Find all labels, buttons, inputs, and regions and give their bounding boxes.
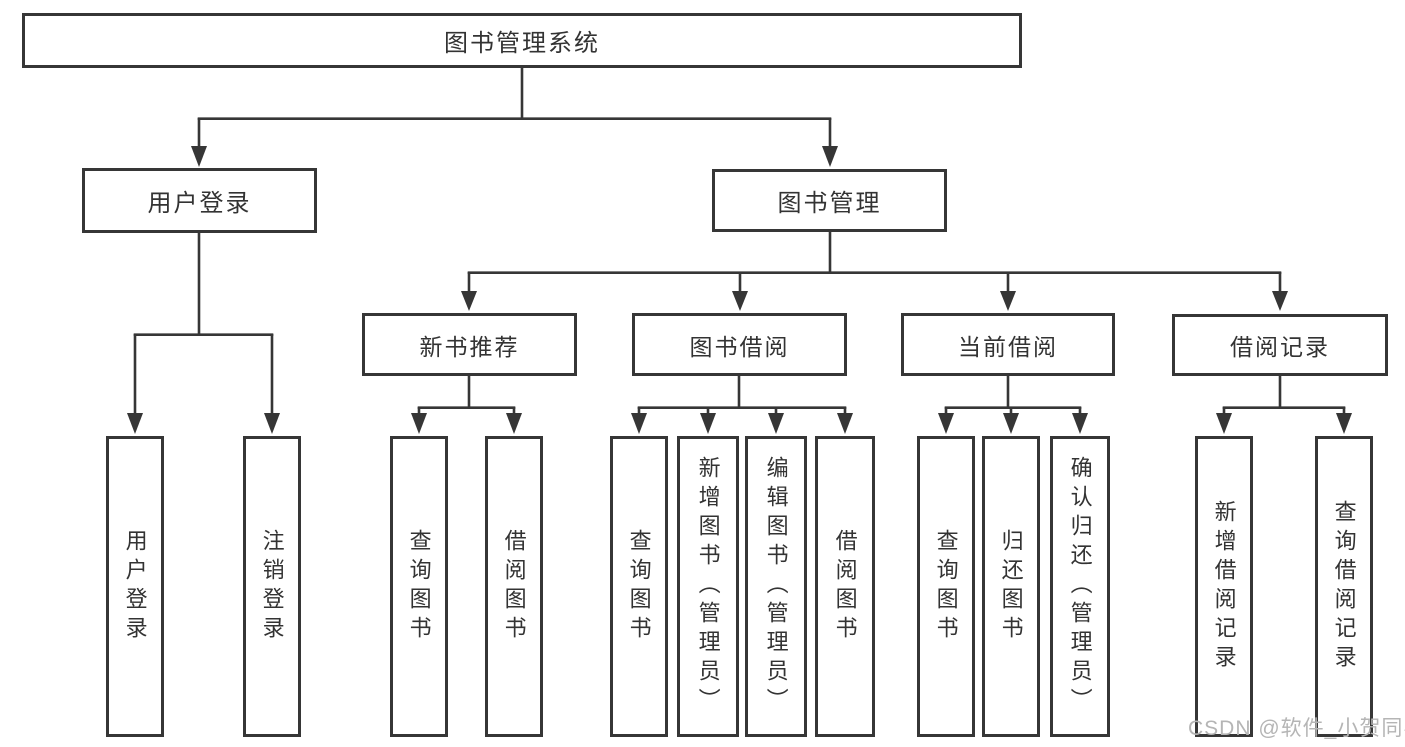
- arrowhead: [1000, 291, 1016, 311]
- leaf-borrow-books-recommend-label: 借阅图书: [501, 528, 527, 645]
- node-root: 图书管理系统: [22, 13, 1022, 68]
- leaf-confirm-return-admin-label: 确认归还（管理员）: [1067, 456, 1093, 717]
- arrowhead: [822, 146, 838, 167]
- node-user-login-label: 用户登录: [147, 190, 252, 217]
- arrowhead: [191, 146, 207, 167]
- arrowhead: [127, 413, 143, 434]
- leaf-return-books-label: 归还图书: [998, 528, 1024, 645]
- arrowhead: [1272, 291, 1288, 311]
- node-current-borrow-label: 当前借阅: [958, 333, 1058, 360]
- arrowhead: [411, 413, 427, 434]
- arrowhead: [700, 413, 716, 434]
- arrowhead: [461, 291, 477, 311]
- node-current-borrow: 当前借阅: [901, 313, 1115, 376]
- watermark: CSDN @软件_小贺同学: [1188, 717, 1405, 740]
- leaf-borrow-books-borrow: 借阅图书: [815, 436, 875, 737]
- leaf-query-books-current: 查询图书: [917, 436, 975, 737]
- leaf-query-books-borrow-label: 查询图书: [626, 528, 652, 645]
- leaf-query-borrow-record: 查询借阅记录: [1315, 436, 1373, 737]
- arrowhead: [1336, 413, 1352, 434]
- leaf-add-book-admin: 新增图书（管理员）: [677, 436, 739, 737]
- arrowhead: [264, 413, 280, 434]
- leaf-borrow-books-borrow-label: 借阅图书: [832, 528, 858, 645]
- arrowhead: [768, 413, 784, 434]
- arrowhead: [837, 413, 853, 434]
- arrowhead: [938, 413, 954, 434]
- arrowhead: [732, 291, 748, 311]
- leaf-edit-book-admin: 编辑图书（管理员）: [745, 436, 807, 737]
- leaf-query-books-current-label: 查询图书: [933, 528, 959, 645]
- leaf-query-borrow-record-label: 查询借阅记录: [1331, 499, 1357, 674]
- leaf-query-books-borrow: 查询图书: [610, 436, 668, 737]
- node-new-book-recommend: 新书推荐: [362, 313, 577, 376]
- leaf-borrow-books-recommend: 借阅图书: [485, 436, 543, 737]
- leaf-query-books-recommend-label: 查询图书: [406, 528, 432, 645]
- arrowhead: [631, 413, 647, 434]
- node-new-book-recommend-label: 新书推荐: [419, 333, 520, 360]
- node-book-management-label: 图书管理: [777, 190, 882, 217]
- node-user-login: 用户登录: [82, 168, 317, 233]
- leaf-user-login-label: 用户登录: [122, 528, 148, 645]
- leaf-query-books-recommend: 查询图书: [390, 436, 448, 737]
- leaf-logout: 注销登录: [243, 436, 301, 737]
- node-root-label: 图书管理系统: [444, 30, 600, 57]
- leaf-confirm-return-admin: 确认归还（管理员）: [1050, 436, 1110, 737]
- node-book-borrow: 图书借阅: [632, 313, 847, 376]
- arrowhead: [1216, 413, 1232, 434]
- leaf-add-borrow-record: 新增借阅记录: [1195, 436, 1253, 737]
- leaf-logout-label: 注销登录: [259, 528, 285, 645]
- node-book-borrow-label: 图书借阅: [689, 333, 790, 360]
- node-book-management: 图书管理: [712, 169, 947, 232]
- arrowhead: [1072, 413, 1088, 434]
- node-borrow-records-label: 借阅记录: [1230, 334, 1330, 360]
- leaf-user-login: 用户登录: [106, 436, 164, 737]
- leaf-edit-book-admin-label: 编辑图书（管理员）: [763, 456, 789, 717]
- leaf-add-borrow-record-label: 新增借阅记录: [1211, 499, 1237, 674]
- leaf-add-book-admin-label: 新增图书（管理员）: [695, 456, 721, 717]
- arrowhead: [1003, 413, 1019, 434]
- arrowhead: [506, 413, 522, 434]
- leaf-return-books: 归还图书: [982, 436, 1040, 737]
- node-borrow-records: 借阅记录: [1172, 314, 1388, 376]
